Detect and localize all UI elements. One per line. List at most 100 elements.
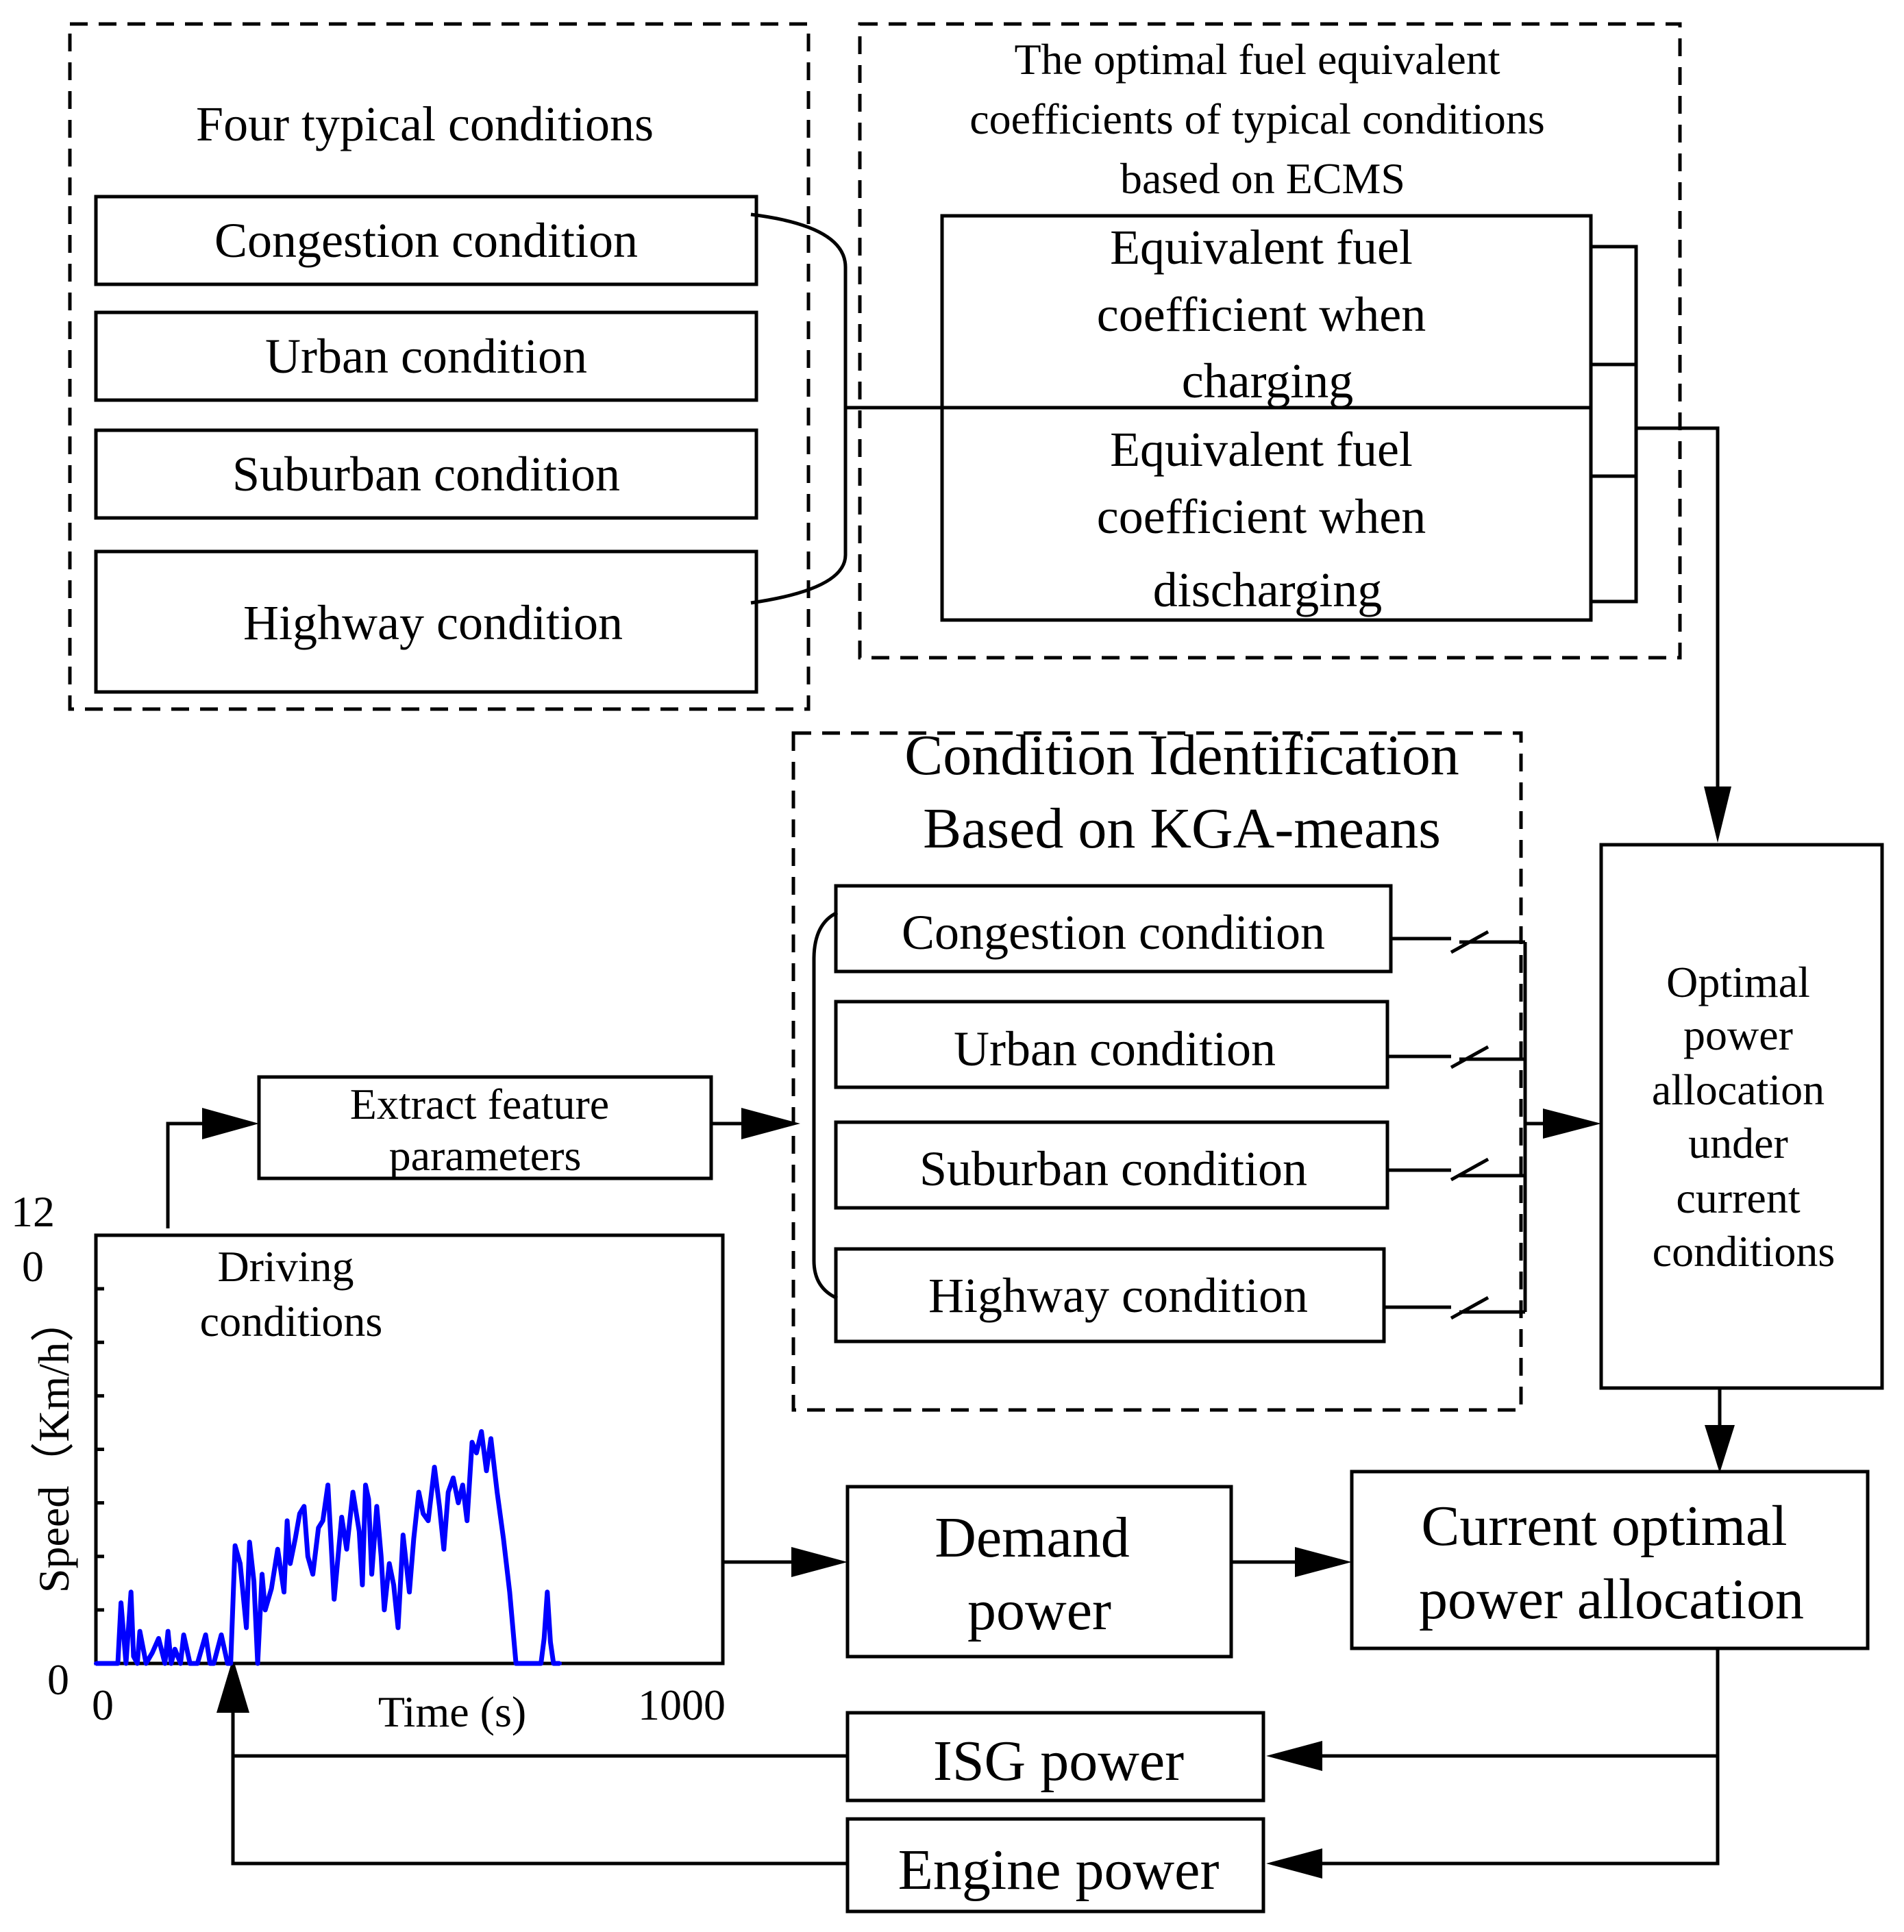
- speed-point: [507, 1589, 512, 1594]
- ecms-discharging-line-3: discharging: [1153, 562, 1383, 617]
- ident-urban-box: [834, 1000, 1389, 1089]
- speed-point: [178, 1661, 183, 1665]
- typical-suburban-label: Suburban condition: [232, 447, 620, 501]
- speed-point: [489, 1436, 493, 1441]
- optimal-allocation-box: [1599, 843, 1884, 1390]
- current-to-engine-arrowhead: [1266, 1848, 1322, 1879]
- speed-point: [116, 1661, 120, 1665]
- typical-highway-label: Highway condition: [243, 595, 623, 650]
- speed-point: [182, 1633, 186, 1637]
- ecms-charging-line-3: charging: [1182, 354, 1354, 408]
- speed-point: [520, 1661, 525, 1665]
- current-allocation-box: [1350, 1470, 1870, 1650]
- speed-point: [263, 1607, 268, 1612]
- speed-point: [144, 1661, 149, 1665]
- speed-point: [474, 1450, 479, 1455]
- speed-point: [417, 1490, 421, 1494]
- speed-point: [138, 1629, 143, 1634]
- isg-power-box: [845, 1711, 1265, 1803]
- typical-conditions-title: Four typical conditions: [196, 97, 654, 151]
- speed-point: [119, 1600, 123, 1605]
- driving-conditions-annotation: Driving conditions: [200, 1242, 383, 1346]
- optimal-to-current-arrowhead: [1705, 1425, 1735, 1473]
- speed-point: [367, 1497, 371, 1502]
- optimal-line-6: conditions: [1653, 1227, 1835, 1276]
- ecms-to-optimal-line: [1636, 426, 1720, 808]
- optimal-line-2: power: [1683, 1011, 1793, 1059]
- speed-point: [219, 1633, 223, 1637]
- ecms-title: The optimal fuel equivalent coefficients…: [969, 35, 1555, 203]
- identification-title-line-1: Condition Identification: [904, 723, 1459, 787]
- speed-point: [195, 1661, 200, 1665]
- speed-point: [432, 1465, 437, 1470]
- ident-congestion-box: [834, 884, 1393, 974]
- speed-point: [495, 1490, 499, 1494]
- speed-point: [288, 1561, 293, 1566]
- speed-point: [162, 1661, 167, 1665]
- feedback-arrowhead: [217, 1658, 249, 1713]
- driving-conditions-line-2: conditions: [200, 1297, 383, 1346]
- extract-line-1: Extract feature: [350, 1080, 609, 1128]
- ecms-charging-line-1: Equivalent fuel: [1110, 220, 1413, 275]
- speed-point: [169, 1661, 173, 1665]
- chart-to-demand-arrowhead: [791, 1547, 848, 1577]
- ecms-discharging-label: Equivalent fuel coefficient when dischar…: [1097, 422, 1438, 617]
- speed-point: [363, 1483, 368, 1487]
- speed-point: [551, 1661, 556, 1665]
- typical-congestion-label: Congestion condition: [214, 213, 638, 268]
- speed-point: [558, 1661, 562, 1665]
- speed-point: [306, 1554, 310, 1559]
- y-tick-label-12: 12: [11, 1187, 55, 1236]
- speed-point: [131, 1654, 136, 1659]
- switch-suburban: [1387, 1157, 1525, 1182]
- speed-point: [135, 1661, 140, 1665]
- speed-point: [269, 1586, 274, 1591]
- speed-point: [421, 1511, 425, 1516]
- speed-point: [391, 1583, 396, 1587]
- extract-to-ident-arrowhead: [741, 1108, 800, 1139]
- ident-highway-box: [834, 1247, 1386, 1343]
- ident-bracket: [812, 911, 839, 1300]
- speed-point: [156, 1636, 161, 1641]
- ident-suburban-box: [834, 1120, 1389, 1210]
- speed-point: [437, 1504, 442, 1509]
- ident-congestion-label: Congestion condition: [902, 905, 1325, 960]
- speed-point: [321, 1518, 325, 1523]
- optimal-line-4: under: [1688, 1119, 1788, 1167]
- typical-suburban-box: [94, 428, 758, 520]
- identification-group: [791, 731, 1523, 1412]
- speed-point: [484, 1468, 489, 1473]
- current-allocation-label: Current optimal power allocation: [1419, 1494, 1804, 1631]
- speed-point: [260, 1572, 264, 1576]
- speed-point: [238, 1561, 243, 1566]
- isg-power-label: ISG power: [933, 1729, 1184, 1793]
- speed-point: [188, 1661, 193, 1665]
- switch-congestion: [1391, 930, 1525, 954]
- ecms-to-optimal-arrowhead: [1704, 787, 1731, 843]
- demand-to-current-arrowhead: [1295, 1547, 1352, 1577]
- speed-point: [129, 1589, 134, 1594]
- speed-point: [369, 1572, 374, 1576]
- y-tick-label-0: 0: [47, 1655, 69, 1704]
- speed-point: [325, 1483, 330, 1487]
- speed-point: [316, 1526, 321, 1531]
- speed-chart-frame: [94, 1233, 725, 1665]
- ecms-discharging-box: [940, 406, 1593, 622]
- speed-point: [542, 1636, 547, 1641]
- speed-point: [532, 1661, 537, 1665]
- speed-point: [247, 1539, 252, 1544]
- speed-point: [282, 1589, 286, 1594]
- speed-point: [460, 1483, 465, 1487]
- typical-congestion-box: [94, 195, 758, 286]
- speed-point: [451, 1476, 456, 1481]
- engine-power-label: Engine power: [898, 1838, 1220, 1902]
- speed-point: [212, 1661, 216, 1665]
- speed-point: [470, 1440, 474, 1445]
- speed-point: [351, 1490, 356, 1494]
- speed-point: [293, 1536, 297, 1541]
- speed-point: [465, 1518, 469, 1523]
- speed-point: [275, 1547, 280, 1552]
- speed-point: [301, 1504, 306, 1509]
